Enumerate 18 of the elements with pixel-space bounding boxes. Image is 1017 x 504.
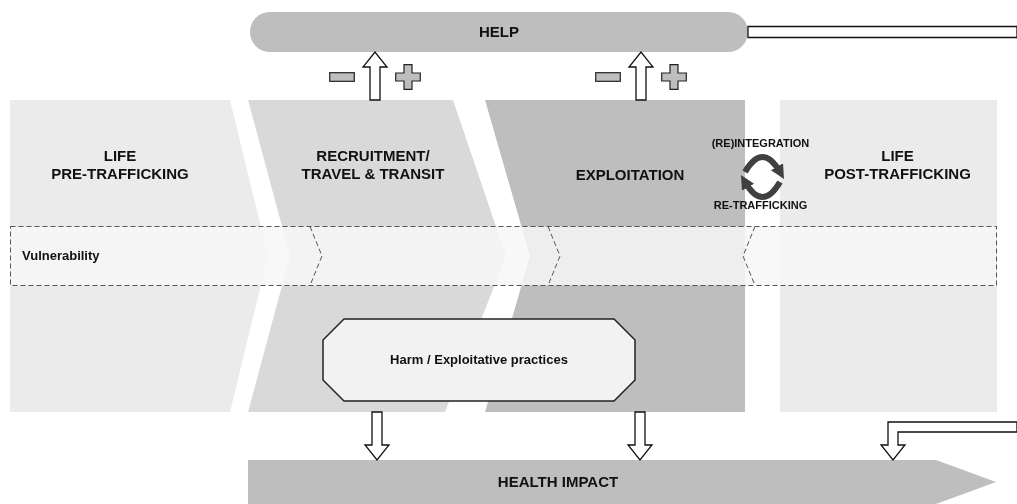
stage-title: HELP xyxy=(479,23,519,41)
stage-title: HEALTH IMPACT xyxy=(497,473,619,491)
stage-title: Harm / Exploitative practices xyxy=(390,352,568,368)
stage-title: EXPLOITATION xyxy=(575,166,685,184)
stage-title: Vulnerability xyxy=(22,248,100,264)
stage-title: LIFE PRE-TRAFFICKING xyxy=(50,147,190,183)
hollow-arrow xyxy=(626,411,654,462)
edge-label: (RE)INTEGRATION xyxy=(711,137,810,149)
edge-label: RE-TRAFFICKING xyxy=(713,199,808,211)
stage-title: RECRUITMENT/ TRAVEL & TRANSIT xyxy=(300,147,446,183)
hollow-arrow xyxy=(747,25,1017,39)
curved-arrow xyxy=(740,175,783,200)
stage-title: LIFE POST-TRAFFICKING xyxy=(823,147,972,183)
hollow-arrow xyxy=(363,411,391,462)
hollow-arrow xyxy=(627,50,655,101)
hollow-arrow xyxy=(361,50,389,101)
hollow-arrow xyxy=(879,421,1017,462)
curved-arrow xyxy=(742,154,785,179)
